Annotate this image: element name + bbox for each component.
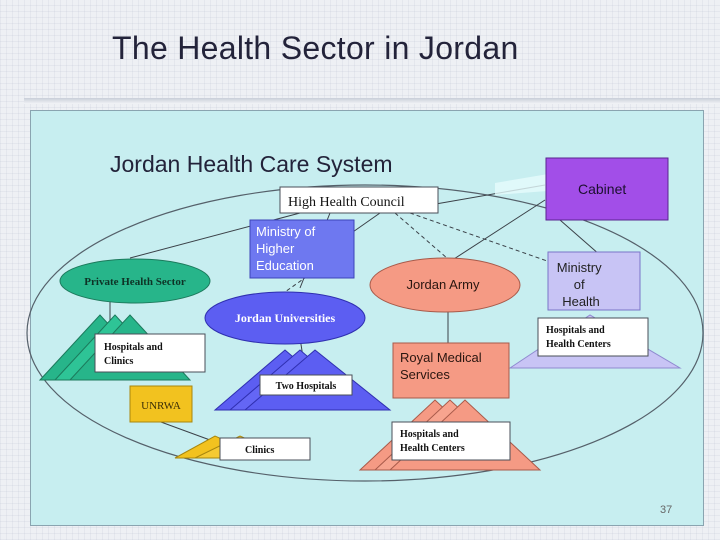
cabinet-label: Cabinet [578,181,626,197]
jordan-universities-node[interactable] [204,291,366,345]
diagram-heading: Jordan Health Care System [110,151,393,177]
private-hospitals-clinics-box [94,333,206,373]
ministry-higher-education-line-3: Education [256,258,314,273]
svg-text:Hospitals and Health Cente: Hospitals and Health Centers [400,429,465,454]
svg-text:Royal Medical Services: Royal Medical Services [400,350,485,382]
royal-medical-services-box[interactable] [392,342,510,399]
page-number: 37 [660,504,673,516]
royal-medical-services-line-2: Services [400,367,450,382]
moh-hospitals-line-1: Hospitals and [546,325,605,336]
army-hospitals-centers-box [391,421,511,461]
private-hospitals-line-2: Clinics [104,356,134,367]
unrwa-label: UNRWA [141,400,181,412]
svg-text:Ministry of Higher Edu: Ministry of Higher Education [256,224,319,273]
moh-hospitals-centers-box [537,317,649,357]
private-health-sector-label: Private Health Sector [84,276,186,288]
royal-medical-services-line-1: Royal Medical [400,350,482,365]
jordan-universities-label: Jordan Universities [235,311,336,325]
svg-text:Hospitals and Health Cente: Hospitals and Health Centers [546,325,611,350]
ministry-higher-education-line-2: Higher [256,241,295,256]
system-boundary-ellipse [26,184,704,482]
slide-title: The Health Sector in Jordan [112,30,519,66]
ministry-health-box[interactable] [547,251,641,311]
cabinet-box[interactable] [545,157,669,221]
private-health-sector-node[interactable] [59,258,211,304]
army-hospitals-line-1: Hospitals and [400,429,459,440]
svg-text:Hospitals and Clinics: Hospitals and Clinics [104,342,165,367]
svg-text:Ministry of Health: Ministry of Health [557,260,605,309]
unrwa-box[interactable] [129,385,193,423]
two-hospitals-label: Two Hospitals [276,381,337,392]
ministry-higher-education-line-1: Ministry of [256,224,316,239]
ministry-health-line-1: Ministry [557,260,602,275]
private-hospitals-line-1: Hospitals and [104,342,163,353]
ministry-higher-education-box[interactable] [249,219,355,279]
army-hospitals-line-2: Health Centers [400,443,465,454]
ministry-health-line-2: of [574,277,585,292]
unrwa-clinics-box [219,437,311,461]
title-divider [24,98,720,104]
unrwa-clinics-label: Clinics [245,445,275,456]
high-health-council-label: High Health Council [288,195,405,210]
jordan-army-node[interactable] [369,257,521,313]
two-hospitals-box [259,374,353,396]
ministry-health-line-3: Health [562,294,600,309]
moh-hospitals-line-2: Health Centers [546,339,611,350]
high-health-council-box[interactable] [279,186,439,214]
jordan-army-label: Jordan Army [407,277,480,292]
